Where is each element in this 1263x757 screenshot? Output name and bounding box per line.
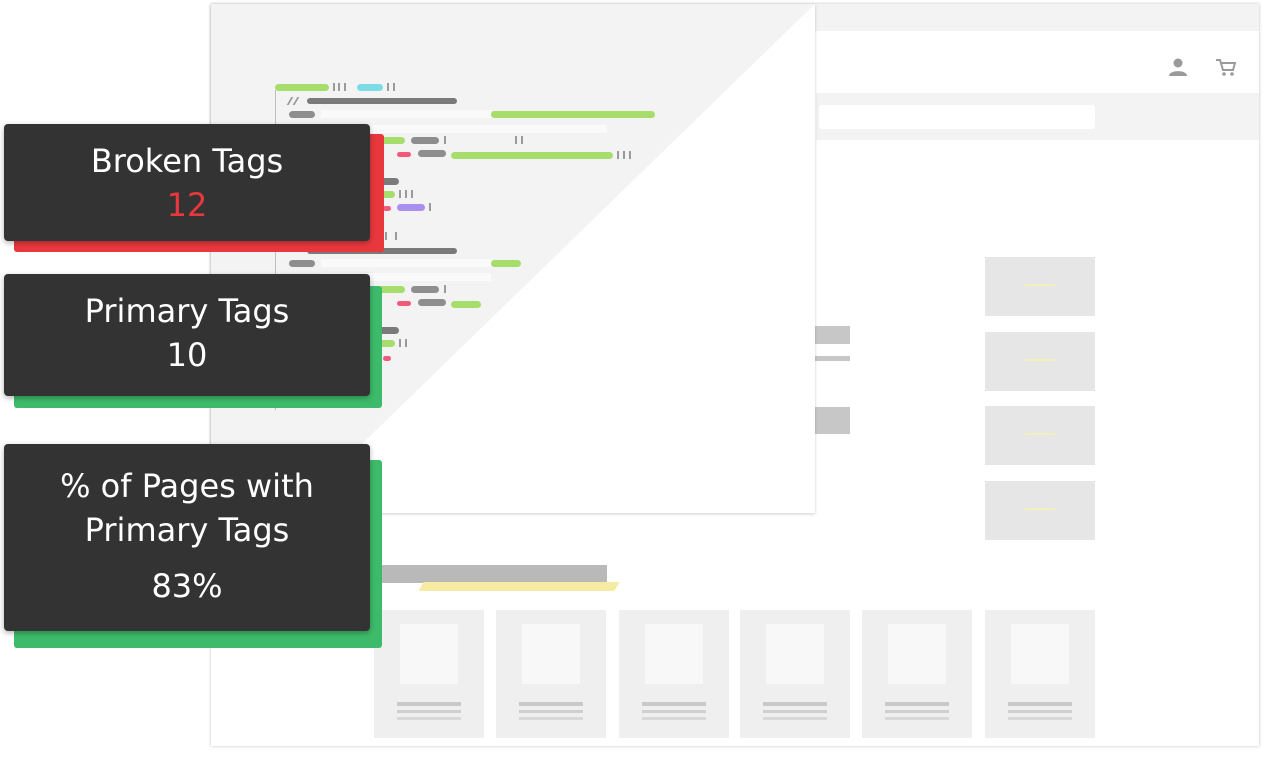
product-card[interactable] (496, 610, 606, 738)
content-block (815, 326, 850, 344)
stat-label: % of Pages with Primary Tags (60, 467, 314, 549)
stat-label: Broken Tags (90, 142, 284, 180)
product-image (888, 624, 946, 684)
side-banner[interactable] (985, 332, 1095, 391)
site-search-input[interactable] (819, 105, 1095, 129)
stat-value: 12 (166, 186, 208, 224)
product-card[interactable] (374, 610, 484, 738)
content-button[interactable] (815, 407, 850, 434)
cart-icon[interactable] (1214, 56, 1238, 78)
stat-broken-tags: Broken Tags 12 (4, 124, 384, 254)
side-banner[interactable] (985, 257, 1095, 316)
product-image (766, 624, 824, 684)
side-banner[interactable] (985, 406, 1095, 465)
section-underline (418, 582, 620, 591)
stat-primary-tags: Primary Tags 10 (4, 274, 384, 410)
stat-card: Broken Tags 12 (4, 124, 370, 241)
stat-pages-with-primary-tags: % of Pages with Primary Tags 83% (4, 444, 384, 650)
stat-value: 10 (166, 336, 208, 374)
product-card[interactable] (985, 610, 1095, 738)
product-image (645, 624, 703, 684)
product-card[interactable] (740, 610, 850, 738)
product-image (522, 624, 580, 684)
stat-value: 83% (151, 567, 223, 605)
content-line (815, 356, 850, 361)
product-image (1011, 624, 1069, 684)
product-image (400, 624, 458, 684)
stat-label: Primary Tags (84, 292, 290, 330)
product-card[interactable] (619, 610, 729, 738)
stat-card: Primary Tags 10 (4, 274, 370, 396)
user-icon[interactable] (1167, 56, 1189, 78)
section-heading (379, 565, 607, 583)
code-inspector-panel (211, 4, 815, 513)
product-card[interactable] (862, 610, 972, 738)
side-banner[interactable] (985, 481, 1095, 540)
stat-card: % of Pages with Primary Tags 83% (4, 444, 370, 631)
page-curl (291, 4, 815, 513)
